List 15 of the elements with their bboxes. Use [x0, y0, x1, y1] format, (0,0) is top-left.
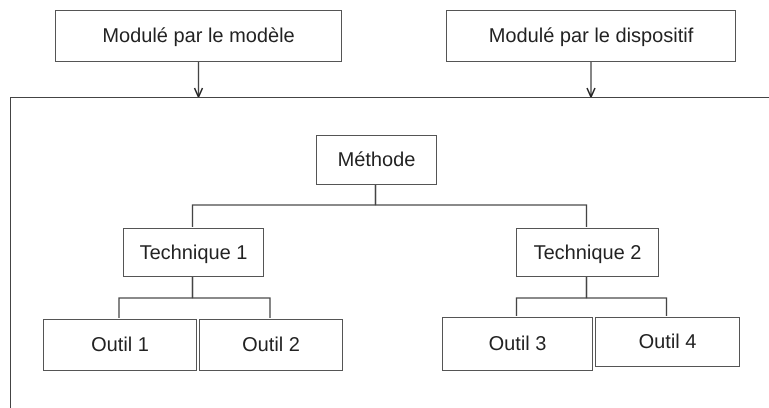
connector-line: [192, 276, 271, 318]
label-box: Modulé par le dispositif: [446, 10, 736, 62]
label-box: Technique 2: [516, 228, 659, 277]
label-box: Outil 3: [442, 317, 593, 371]
connector-line: [374, 184, 588, 227]
label-box: Méthode: [316, 135, 437, 185]
label-box: Technique 1: [123, 228, 264, 277]
label-box: Outil 4: [595, 317, 740, 367]
frame-box: [10, 97, 769, 408]
label-box: Outil 2: [199, 319, 343, 371]
arrow: [586, 62, 596, 98]
label-box: Modulé par le modèle: [55, 10, 342, 62]
arrow: [194, 62, 204, 98]
connector-line: [586, 276, 668, 316]
label-box: Outil 1: [43, 319, 197, 371]
